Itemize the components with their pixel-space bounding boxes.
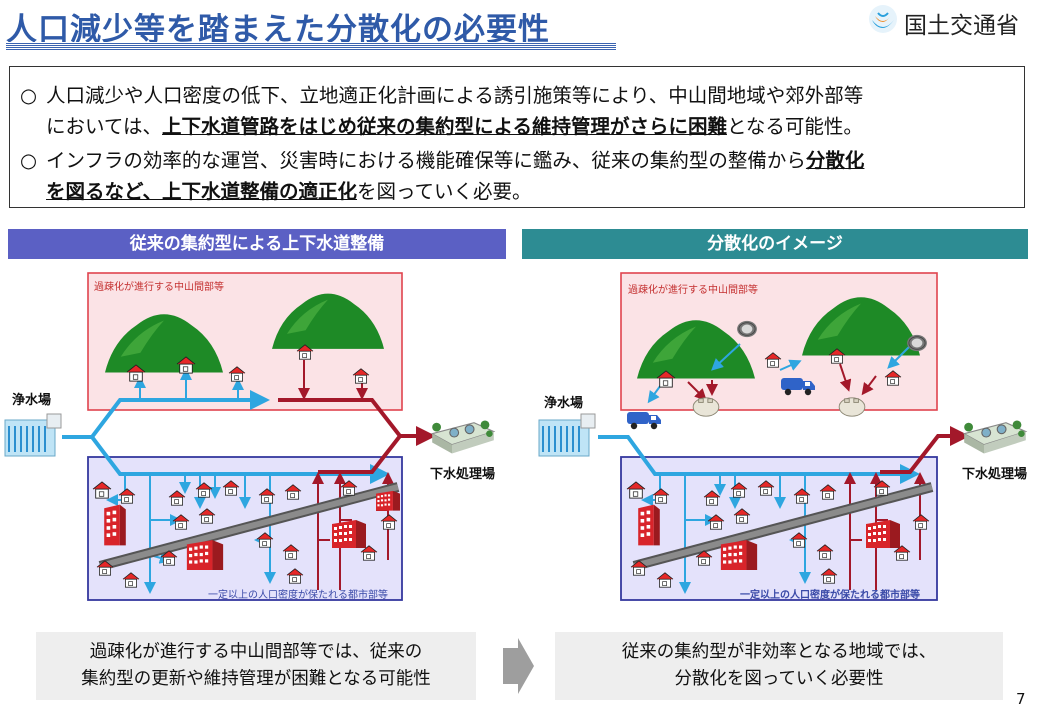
organization-name: 国土交通省: [904, 13, 1019, 39]
bullet-marker: ○: [20, 84, 38, 107]
bullet1-text-pre: においては、: [46, 115, 163, 138]
bullet2-line2: を図るなど、上下水道整備の適正化を図っていく必要。: [46, 176, 532, 207]
bullet2-emphasis: 分散化: [805, 149, 865, 172]
page-number: 7: [1016, 690, 1026, 708]
bullet-marker: ○: [20, 149, 38, 172]
summary-box: [9, 66, 1025, 208]
bullet2-text-post: を図っていく必要。: [357, 180, 532, 203]
mlit-logo-icon: [869, 5, 897, 33]
left-caption: 過疎化が進行する中山間部等では、従来の 集約型の更新や維持管理が困難となる可能性: [36, 632, 476, 700]
bullet1-text: 人口減少や人口密度の低下、立地適正化計画による誘引施策等により、中山間地域や郊外…: [46, 84, 864, 107]
right-sewage-plant-label: 下水処理場: [962, 467, 1028, 482]
bullet2-text-pre: インフラの効率的な運営、災害時における機能確保等に鑑み、従来の集約型の整備から: [46, 149, 806, 172]
right-diagram: [537, 272, 1027, 601]
right-arrow-icon: [503, 638, 534, 694]
bullet1-text-post: となる可能性。: [726, 115, 863, 138]
left-section-header: 従来の集約型による上下水道整備: [8, 229, 506, 259]
left-water-plant-label: 浄水場: [12, 393, 52, 408]
right-caption: 従来の集約型が非効率となる地域では、 分散化を図っていく必要性: [555, 632, 1003, 700]
left-caption-line2: 集約型の更新や維持管理が困難となる可能性: [81, 669, 431, 689]
right-caption-line1: 従来の集約型が非効率となる地域では、: [621, 642, 937, 662]
right-section-header: 分散化のイメージ: [522, 229, 1028, 259]
right-water-plant-label: 浄水場: [544, 396, 584, 411]
left-sewage-plant-label: 下水処理場: [430, 467, 496, 482]
right-urban-zone-label: 一定以上の人口密度が保たれる都市部等: [740, 590, 920, 601]
left-diagram: [3, 272, 495, 601]
title-underline: [6, 42, 616, 50]
bullet2-line1: ○ インフラの効率的な運営、災害時における機能確保等に鑑み、従来の集約型の整備から…: [20, 145, 864, 176]
bullet1-emphasis: 上下水道管路をはじめ従来の集約型による維持管理がさらに困難: [162, 115, 727, 138]
left-urban-zone-label: 一定以上の人口密度が保たれる都市部等: [208, 590, 388, 601]
bullet1-line2: においては、上下水道管路をはじめ従来の集約型による維持管理がさらに困難となる可能…: [46, 111, 863, 142]
bullet1-line1: ○ 人口減少や人口密度の低下、立地適正化計画による誘引施策等により、中山間地域や郊…: [20, 80, 863, 111]
left-mountain-zone-label: 過疎化が進行する中山間部等: [94, 282, 224, 293]
right-mountain-zone-label: 過疎化が進行する中山間部等: [628, 285, 758, 296]
right-caption-line2: 分散化を図っていく必要性: [674, 669, 884, 689]
bullet2-emphasis-2: を図るなど、上下水道整備の適正化: [46, 180, 358, 203]
left-caption-line1: 過疎化が進行する中山間部等では、従来の: [89, 642, 423, 662]
